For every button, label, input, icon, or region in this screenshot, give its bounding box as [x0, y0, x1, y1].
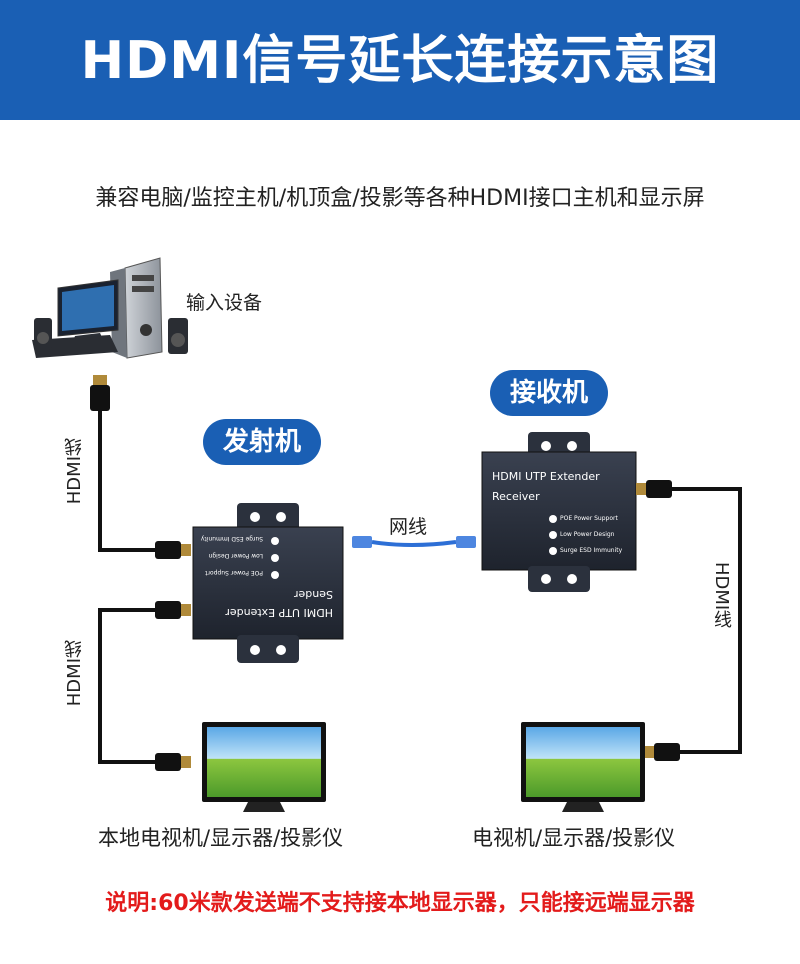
sender-device — [192, 503, 344, 663]
network-cable — [352, 536, 476, 548]
hdmi-label-bottom-left: HDMI线 — [64, 640, 85, 707]
sender-device-title: HDMI UTP Extender — [225, 606, 333, 619]
receiver-feature-3: Surge ESD Immunity — [560, 547, 623, 554]
sender-text-block: HDMI UTP Extender Sender POE Power Suppo… — [193, 527, 343, 639]
hdmi-label-top-left: HDMI线 — [64, 438, 85, 505]
hdmi-cable-remote-output — [636, 480, 742, 761]
hdmi-label-right: HDMI线 — [711, 562, 732, 629]
receiver-pill: 接收机 — [490, 370, 608, 416]
receiver-device-subtitle: Receiver — [492, 490, 540, 503]
title-banner: HDMI信号延长连接示意图 — [0, 0, 800, 120]
input-device-label: 输入设备 — [186, 292, 263, 314]
receiver-text-block: HDMI UTP Extender Receiver POE Power Sup… — [482, 452, 636, 570]
receiver-device — [481, 432, 637, 592]
sender-feature-2: Low Power Design — [208, 552, 264, 559]
receiver-device-title: HDMI UTP Extender — [492, 470, 600, 483]
hdmi-cable-input — [90, 375, 191, 559]
sender-feature-1: POE Power Support — [205, 569, 263, 576]
receiver-feature-1: POE Power Support — [560, 515, 618, 522]
computer-icon — [32, 257, 188, 359]
remote-monitor-icon — [521, 722, 645, 812]
sender-device-subtitle: Sender — [294, 588, 333, 601]
receiver-feature-2: Low Power Design — [560, 531, 615, 538]
hdmi-cable-local-output — [98, 601, 191, 771]
sender-feature-3: Surge ESD Immunity — [200, 535, 263, 542]
compatibility-subtitle: 兼容电脑/监控主机/机顶盒/投影等各种HDMI接口主机和显示屏 — [95, 186, 705, 211]
remote-display-caption: 电视机/显示器/投影仪 — [472, 826, 676, 850]
sender-pill: 发射机 — [203, 419, 321, 465]
network-cable-label: 网线 — [389, 516, 428, 538]
local-display-caption: 本地电视机/显示器/投影仪 — [98, 826, 344, 850]
local-monitor-icon — [202, 722, 326, 812]
page-title: HDMI信号延长连接示意图 — [80, 31, 720, 91]
footer-note: 说明:60米款发送端不支持接本地显示器，只能接远端显示器 — [105, 891, 695, 916]
